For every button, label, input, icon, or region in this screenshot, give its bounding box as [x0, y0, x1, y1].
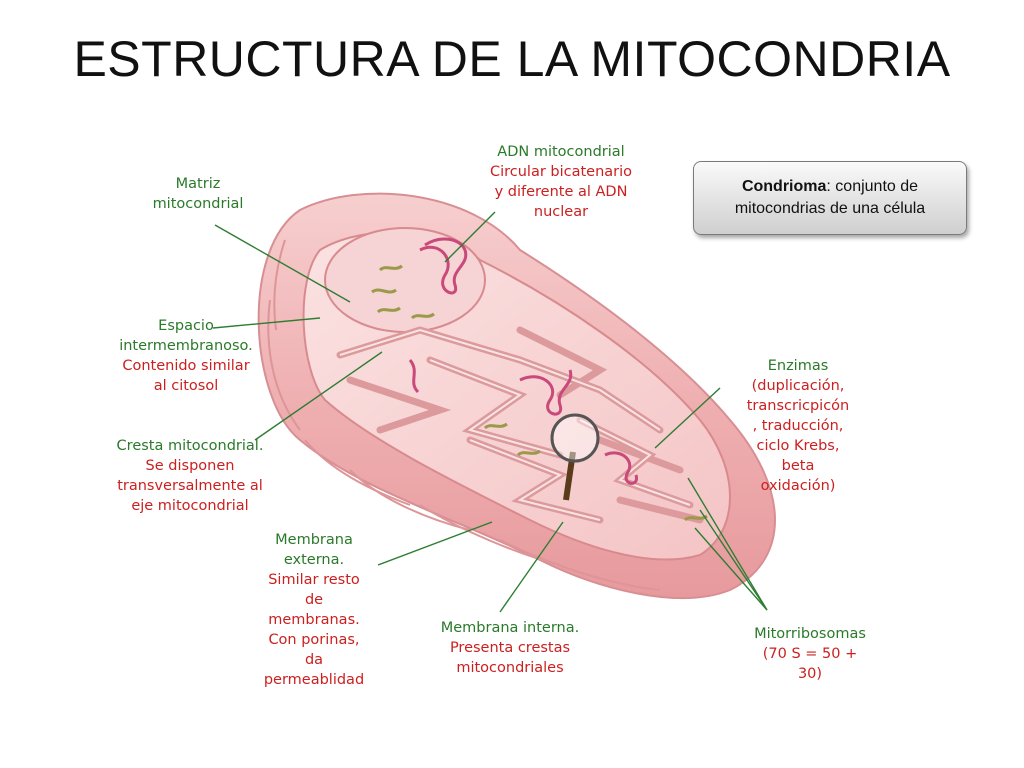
label-cresta: Cresta mitocondrial. Se disponen transve…	[92, 436, 288, 516]
label-enzimas-line: transcricpicón	[746, 398, 850, 414]
label-espacio: Espacio intermembranoso. Contenido simil…	[98, 316, 274, 396]
page-title: ESTRUCTURA DE LA MITOCONDRIA	[73, 31, 951, 87]
condrioma-definition-2: mitocondrias de una célula	[734, 200, 926, 217]
label-membrana-externa-line: Similar resto	[268, 572, 360, 588]
label-membrana-interna-heading: Membrana interna.	[440, 620, 580, 636]
leader-lines	[212, 211, 768, 613]
mitochondrial-dna	[408, 237, 638, 485]
label-adn-line: Circular bicatenario	[489, 164, 633, 180]
label-cresta-line: Se disponen	[145, 458, 235, 474]
condrioma-definition-1: : conjunto de	[826, 178, 919, 195]
label-membrana-externa-line: da	[304, 652, 324, 668]
label-mitorribosomas-line: (70 S = 50 +	[762, 646, 858, 662]
label-adn-line: y diferente al ADN	[494, 184, 628, 200]
label-membrana-externa-heading: externa.	[283, 552, 345, 568]
label-matriz: Matriz mitocondrial	[130, 174, 266, 214]
label-enzimas-heading: Enzimas	[767, 358, 829, 374]
label-enzimas-line: (duplicación,	[751, 378, 845, 394]
label-enzimas: Enzimas (duplicación, transcricpicón , t…	[730, 356, 866, 496]
label-enzimas-line: , traducción,	[752, 418, 844, 434]
label-cresta-line: eje mitocondrial	[131, 498, 249, 514]
label-matriz-line: mitocondrial	[152, 196, 244, 212]
label-espacio-line: al citosol	[153, 378, 219, 394]
label-membrana-externa-line: Con porinas,	[268, 632, 360, 648]
label-membrana-interna-line: mitocondriales	[456, 660, 564, 676]
label-enzimas-line: beta	[781, 458, 815, 474]
label-membrana-interna-line: Presenta crestas	[449, 640, 571, 656]
label-cresta-heading: Cresta mitocondrial.	[116, 438, 264, 454]
label-mitorribosomas-line: 30)	[797, 666, 823, 682]
condrioma-term: Condrioma	[741, 178, 827, 195]
label-espacio-heading: Espacio	[158, 318, 214, 334]
label-adn-heading: ADN mitocondrial	[497, 144, 625, 160]
label-cresta-line: transversalmente al	[117, 478, 263, 494]
label-enzimas-line: ciclo Krebs,	[756, 438, 840, 454]
label-espacio-heading: intermembranoso.	[119, 338, 253, 354]
label-membrana-externa: Membrana externa. Similar resto de membr…	[248, 530, 380, 690]
label-adn-line: nuclear	[533, 204, 589, 220]
label-matriz-line: Matriz	[175, 176, 221, 192]
condrioma-info-box: Condrioma: conjunto de mitocondrias de u…	[693, 161, 967, 235]
label-mitorribosomas-heading: Mitorribosomas	[754, 626, 866, 642]
label-adn: ADN mitocondrial Circular bicatenario y …	[466, 142, 656, 222]
label-membrana-externa-line: de	[304, 592, 324, 608]
label-membrana-externa-heading: Membrana	[275, 532, 353, 548]
label-membrana-externa-line: permeablidad	[263, 672, 365, 688]
label-espacio-line: Contenido similar	[122, 358, 250, 374]
label-mitorribosomas: Mitorribosomas (70 S = 50 + 30)	[732, 624, 888, 684]
magnifier-icon	[550, 413, 600, 501]
label-enzimas-line: oxidación)	[760, 478, 836, 494]
label-membrana-externa-line: membranas.	[268, 612, 360, 628]
label-membrana-interna: Membrana interna. Presenta crestas mitoc…	[412, 618, 608, 678]
